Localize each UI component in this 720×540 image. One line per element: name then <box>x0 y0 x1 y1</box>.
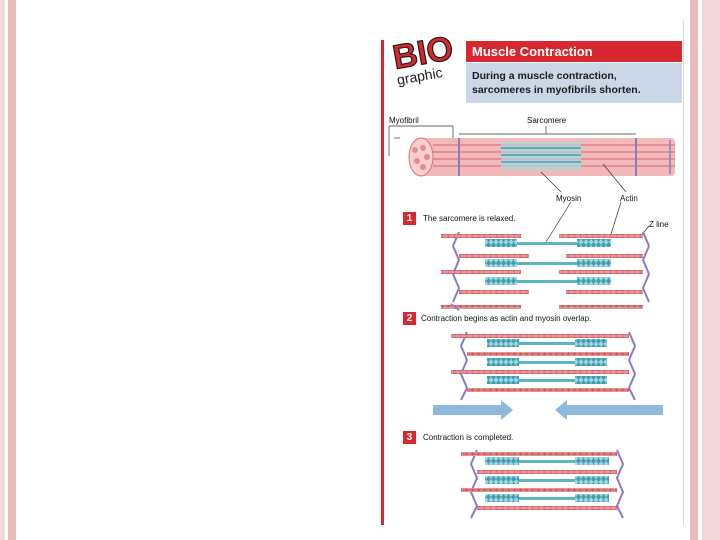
figure-title: Muscle Contraction <box>466 41 682 62</box>
figure-red-bar <box>381 40 384 525</box>
label-myofibril: Myofibril <box>389 116 419 125</box>
label-sarcomere: Sarcomere <box>527 116 567 125</box>
step-2-number: 2 <box>403 312 416 325</box>
contraction-arrows <box>433 400 663 420</box>
sarcomere-relaxed-art <box>441 231 651 311</box>
figure-subtitle-line2: sarcomeres in myofibrils shorten. <box>472 84 641 96</box>
muscle-contraction-figure: BIO graphic Muscle Contraction During a … <box>381 20 684 525</box>
label-z-line: Z line <box>649 220 669 229</box>
step-1-text: The sarcomere is relaxed. <box>423 214 516 223</box>
sarcomere-contracting-art <box>451 331 637 401</box>
label-actin: Actin <box>620 194 638 203</box>
biographic-logo: BIO graphic <box>389 29 456 88</box>
step-3-text: Contraction is completed. <box>423 433 514 442</box>
step-3-number: 3 <box>403 431 416 444</box>
step-2-text: Contraction begins as actin and myosin o… <box>421 314 592 323</box>
diagram-art <box>388 125 675 519</box>
sarcomere-contracted-art <box>461 449 625 519</box>
figure-subtitle: During a muscle contraction, sarcomeres … <box>466 63 682 103</box>
step-1-number: 1 <box>403 212 416 225</box>
slide-right-border <box>690 0 720 540</box>
logo-graphic-text: graphic <box>396 64 444 88</box>
figure-subtitle-line1: During a muscle contraction, <box>472 70 617 82</box>
slide-left-border <box>0 0 16 540</box>
label-myosin: Myosin <box>556 194 582 203</box>
